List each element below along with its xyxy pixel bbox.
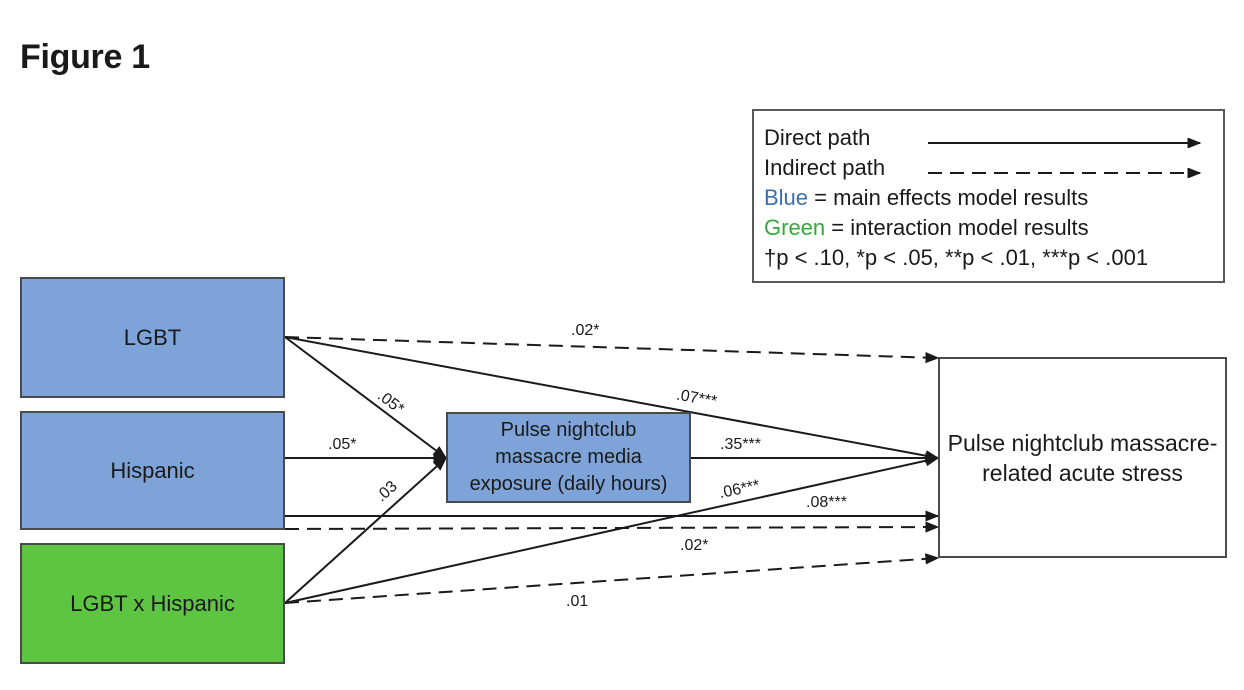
figure-title: Figure 1 <box>20 38 150 76</box>
legend-green-text: = interaction model results <box>825 215 1089 240</box>
legend-green-word: Green <box>764 215 826 240</box>
legend-direct-line <box>928 138 1202 148</box>
legend: Direct path Indirect path Blue = main ef… <box>752 109 1225 283</box>
legend-blue-row: Blue = main effects model results <box>764 183 1223 213</box>
path-lgbt-outcome-direct <box>284 336 940 462</box>
coef-hispanic-mediator: .05* <box>328 436 357 453</box>
node-hispanic: Hispanic <box>20 411 285 530</box>
legend-blue-word: Blue <box>764 185 809 210</box>
path-hispanic-outcome-indirect <box>284 521 940 533</box>
legend-blue-text: = main effects model results <box>808 185 1089 210</box>
coef-lgbt-outcome-indirect: .02* <box>571 322 600 339</box>
legend-direct-row: Direct path <box>764 123 1223 153</box>
node-mediator: Pulse nightclub massacre media exposure … <box>446 412 691 503</box>
coef-hispanic-outcome-direct: .08*** <box>806 494 847 511</box>
coef-hispanic-outcome-indirect: .02* <box>680 537 709 554</box>
node-interaction: LGBT x Hispanic <box>20 543 285 664</box>
coef-mediator-outcome: .35*** <box>720 436 761 453</box>
legend-direct-label: Direct path <box>764 125 871 150</box>
path-lgbt-mediator <box>284 336 448 459</box>
legend-significance-note: †p < .10, *p < .05, **p < .01, ***p < .0… <box>764 245 1149 270</box>
legend-indirect-line <box>928 168 1202 178</box>
coef-interaction-outcome-indirect: .01 <box>566 593 589 610</box>
legend-indirect-label: Indirect path <box>764 155 886 180</box>
node-outcome: Pulse nightclub massacre-related acute s… <box>938 357 1227 558</box>
path-interaction-mediator <box>284 457 448 604</box>
legend-green-row: Green = interaction model results <box>764 213 1223 243</box>
node-lgbt: LGBT <box>20 277 285 398</box>
path-interaction-outcome-direct <box>284 455 940 604</box>
legend-indirect-row: Indirect path <box>764 153 1223 183</box>
